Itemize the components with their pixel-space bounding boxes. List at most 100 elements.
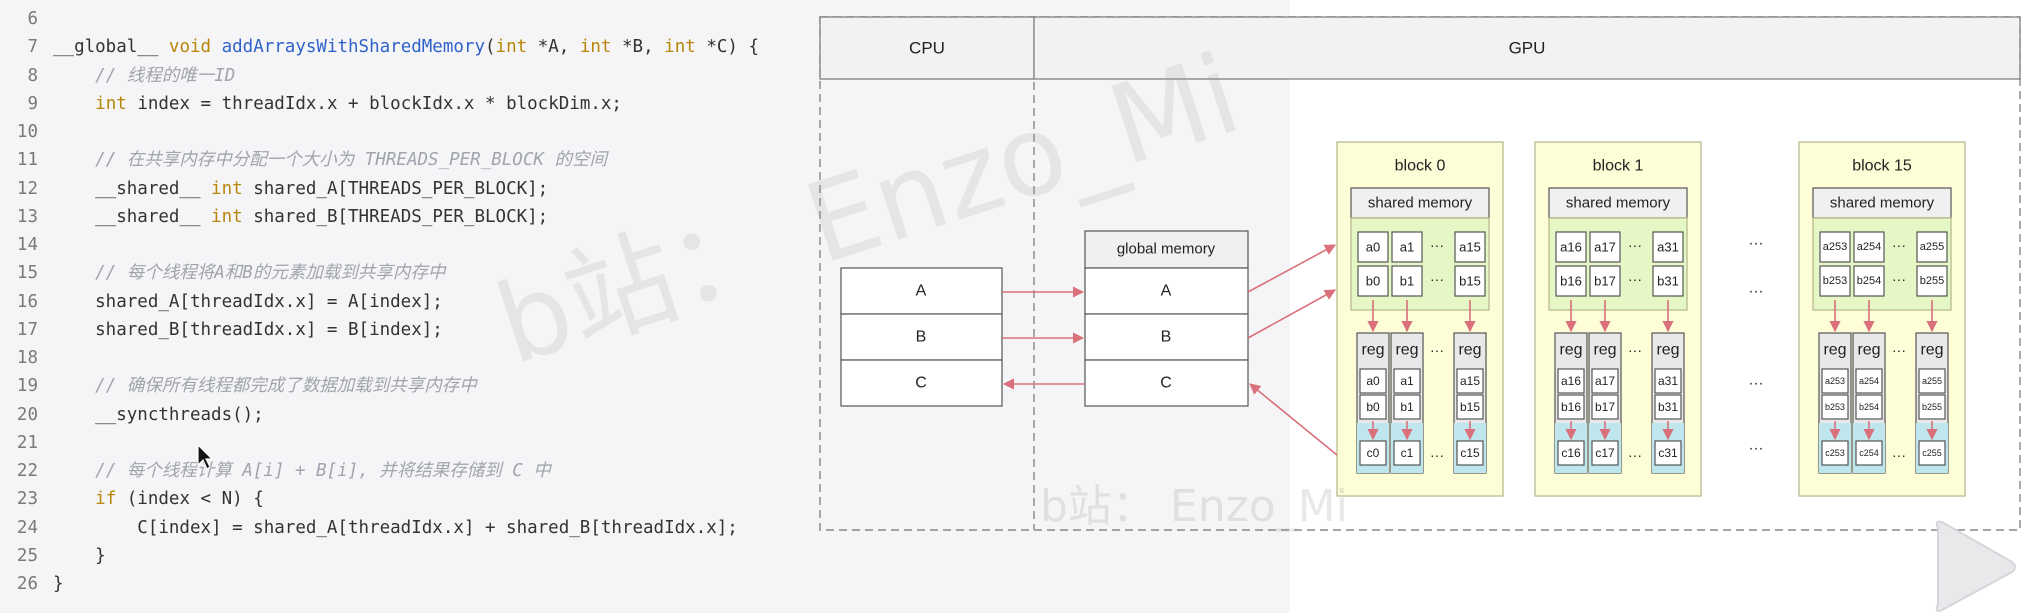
- code-line[interactable]: 17 shared_B[threadIdx.x] = B[index];: [0, 316, 443, 344]
- code-token: *A,: [537, 37, 580, 58]
- code-line[interactable]: 25 }: [0, 542, 106, 570]
- shared-cell-a: [1589, 231, 1621, 263]
- shared-cell-b: [1589, 265, 1621, 297]
- line-number: 9: [27, 93, 38, 114]
- code-line[interactable]: 22 // 每个线程计算 A[i] + B[i], 并将结果存储到 C 中: [0, 457, 551, 485]
- play-icon[interactable]: [1935, 520, 2016, 613]
- reg-ellipsis: ···: [1430, 447, 1444, 463]
- reg-b-cell: [1855, 394, 1883, 420]
- shared-cell-label: a253: [1823, 241, 1847, 253]
- code-line[interactable]: 26}: [0, 570, 64, 598]
- shared-cell-label: a1: [1400, 240, 1414, 255]
- reg-b-label: b0: [1366, 400, 1380, 414]
- code-line[interactable]: 15 // 每个线程将A和B的元素加载到共享内存中: [0, 259, 445, 287]
- reg-a-label: a16: [1561, 374, 1581, 388]
- shared-cell-b: [1454, 265, 1486, 297]
- reg-b-cell: [1821, 394, 1849, 420]
- line-number: 26: [16, 574, 38, 594]
- reg-a-cell: [1456, 368, 1484, 394]
- reg-label: reg: [1395, 342, 1418, 359]
- play-button[interactable]: [1908, 510, 2028, 613]
- code-line[interactable]: 13 __shared__ int shared_B[THREADS_PER_B…: [0, 203, 548, 231]
- line-number: 6: [27, 9, 38, 29]
- line-number: 23: [16, 489, 38, 510]
- code-line[interactable]: 9 int index = threadIdx.x + blockIdx.x *…: [0, 90, 622, 118]
- code-line[interactable]: 11 // 在共享内存中分配一个大小为 THREADS_PER_BLOCK 的空…: [0, 146, 607, 174]
- shared-cell-a: [1652, 231, 1684, 263]
- shared-ellipsis: ···: [1430, 237, 1444, 253]
- reg-label: reg: [1823, 342, 1846, 359]
- global-memory-cell: [1084, 359, 1249, 407]
- line-number: 7: [27, 37, 38, 58]
- code-token: int: [211, 206, 254, 227]
- shared-ellipsis: ···: [1892, 271, 1906, 287]
- shared-cell-label: a255: [1920, 241, 1944, 253]
- shared-cell-b: [1652, 265, 1684, 297]
- code-token: index = threadIdx.x + blockIdx.x * block…: [137, 93, 622, 114]
- code-line[interactable]: 7 __global__ void addArraysWithSharedMemo…: [0, 33, 759, 61]
- shared-cell-label: a17: [1594, 240, 1616, 255]
- code-token: // 确保所有线程都完成了数据加载到共享内存中: [95, 376, 477, 397]
- shared-cell-label: a0: [1366, 240, 1380, 255]
- code-token: __global__: [53, 37, 169, 58]
- reg-a-label: a254: [1859, 376, 1879, 386]
- reg-c-cell: [1821, 440, 1849, 466]
- shared-cell-b: [1916, 265, 1948, 297]
- global-memory-label: C: [1160, 375, 1172, 392]
- code-line[interactable]: 18: [0, 344, 53, 372]
- cpu-memory-cell: [840, 313, 1003, 361]
- line-number: 17: [16, 319, 38, 340]
- mouse-cursor-icon: [197, 443, 214, 470]
- code-line[interactable]: 20 __syncthreads();: [0, 401, 264, 429]
- reg-b-cell: [1393, 394, 1421, 420]
- shared-cell-a: [1454, 231, 1486, 263]
- line-number: 8: [27, 65, 38, 86]
- code-token: __shared__: [53, 206, 212, 227]
- reg-label: reg: [1593, 342, 1616, 359]
- arrow-block-c-to-global: [1249, 383, 1338, 456]
- global-memory-label: A: [1161, 283, 1172, 300]
- shared-cell-label: b255: [1920, 275, 1944, 287]
- global-memory-cell: [1084, 267, 1249, 315]
- code-token: // 每个线程将A和B的元素加载到共享内存中: [95, 263, 446, 284]
- shared-cell-label: b254: [1857, 275, 1881, 287]
- line-number: 10: [16, 122, 38, 142]
- code-line[interactable]: 19 // 确保所有线程都完成了数据加载到共享内存中: [0, 372, 477, 400]
- code-token: void: [168, 37, 222, 58]
- code-token: addArraysWithSharedMemory: [221, 37, 485, 58]
- shared-cell-label: b31: [1657, 274, 1679, 289]
- reg-label: reg: [1920, 342, 1943, 359]
- reg-a-label: a255: [1922, 376, 1942, 386]
- shared-cell-a: [1391, 231, 1423, 263]
- shared-cell-a: [1853, 231, 1885, 263]
- code-editor[interactable]: 6 7 __global__ void addArraysWithSharedMem…: [0, 0, 1290, 613]
- code-token: // 每个线程计算 A[i] + B[i], 并将结果存储到 C 中: [95, 461, 551, 481]
- block-title: block 0: [1395, 158, 1446, 175]
- cpu-memory-cell: [840, 359, 1003, 407]
- code-line[interactable]: 10: [0, 118, 53, 146]
- code-line[interactable]: 12 __shared__ int shared_A[THREADS_PER_B…: [0, 175, 548, 203]
- code-line[interactable]: 16 shared_A[threadIdx.x] = A[index];: [0, 288, 443, 316]
- shared-cell-a: [1916, 231, 1948, 263]
- cpu-memory-cell: [840, 267, 1003, 315]
- shared-cell-label: b253: [1823, 275, 1847, 287]
- code-token: __syncthreads();: [53, 404, 264, 425]
- shared-cell-label: a31: [1657, 240, 1679, 255]
- code-line[interactable]: 21: [0, 429, 53, 457]
- shared-cell-label: a15: [1459, 240, 1481, 255]
- reg-label: reg: [1559, 342, 1582, 359]
- code-line[interactable]: 23 if (index < N) {: [0, 485, 264, 513]
- code-line[interactable]: 8 // 线程的唯一ID: [0, 62, 235, 90]
- shared-ellipsis: ···: [1892, 237, 1906, 253]
- code-line[interactable]: 14: [0, 231, 53, 259]
- reg-b-cell: [1359, 394, 1387, 420]
- line-number: 25: [16, 545, 38, 566]
- code-line[interactable]: 6: [0, 5, 53, 33]
- code-line[interactable]: 24 C[index] = shared_A[threadIdx.x] + sh…: [0, 514, 738, 542]
- reg-ellipsis: ···: [1628, 342, 1642, 358]
- code-token: C[index] = shared_A[threadIdx.x] + share…: [53, 517, 738, 538]
- reg-a-cell: [1591, 368, 1619, 394]
- reg-c-label: c17: [1595, 446, 1615, 460]
- reg-label: reg: [1361, 342, 1384, 359]
- shared-cell-b: [1853, 265, 1885, 297]
